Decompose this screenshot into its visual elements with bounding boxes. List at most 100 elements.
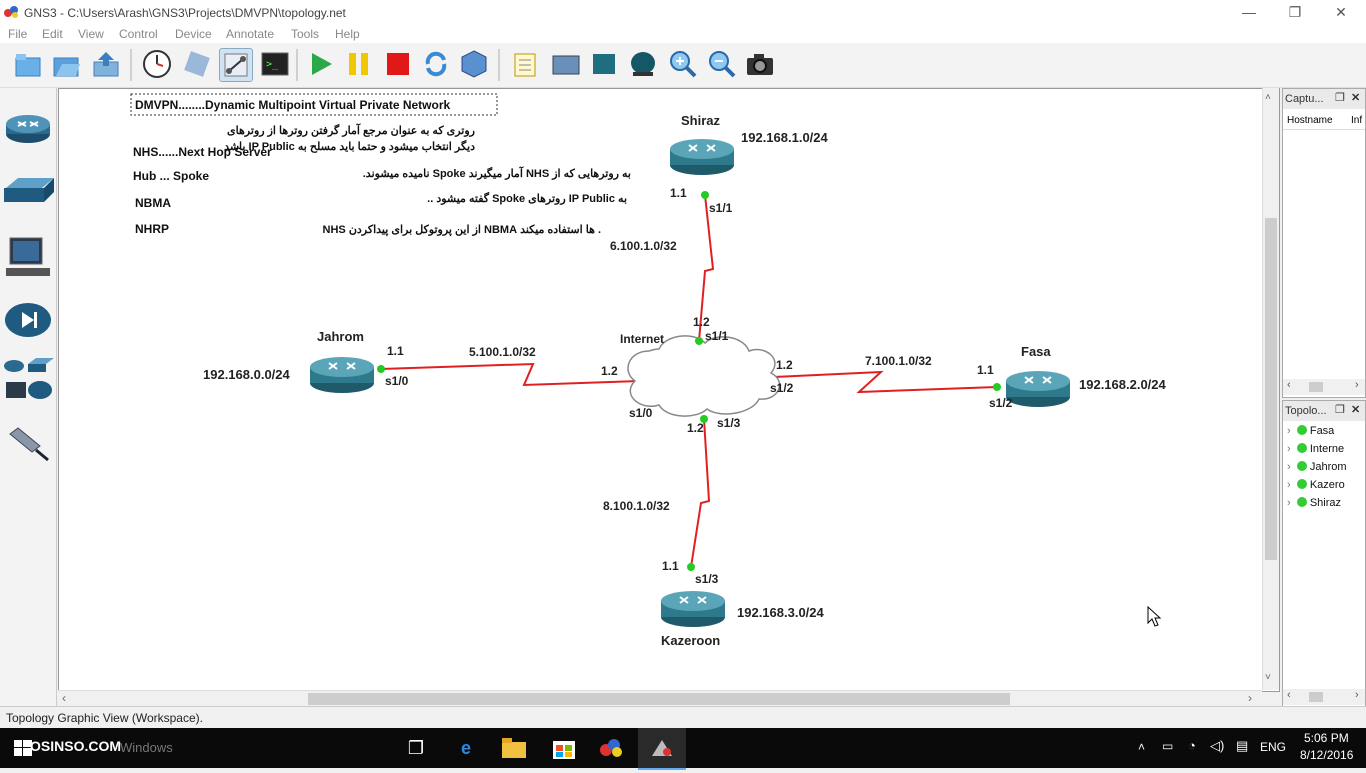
menu-control[interactable]: Control (119, 27, 158, 41)
windows-start-icon[interactable] (14, 740, 32, 761)
draw-ellipse-icon[interactable] (627, 48, 659, 80)
link-label-shiraz-net: 6.100.1.0/32 (610, 239, 677, 253)
annotation-nhs[interactable]: NHS......Next Hop Server (133, 145, 272, 159)
edge-browser-icon[interactable]: e (460, 738, 471, 758)
security-devices-category-icon[interactable] (4, 300, 52, 340)
add-note-icon[interactable] (510, 48, 542, 80)
topology-item-internet[interactable]: › Interne (1287, 443, 1345, 455)
annotation-nbma[interactable]: NBMA (135, 196, 171, 210)
console-icon[interactable]: >_ (259, 48, 291, 80)
annotation-hub-spoke[interactable]: Hub ... Spoke (133, 169, 210, 183)
link-label-jahrom-net: 5.100.1.0/32 (469, 345, 536, 359)
scroll-down-icon[interactable]: ˅ (1265, 672, 1271, 683)
topology-item-jahrom[interactable]: › Jahrom (1287, 461, 1347, 473)
ip-label-jahrom: 1.1 (387, 344, 404, 358)
topology-summary-dock: Topolo... ❐ ✕ › Fasa › Interne › Jahrom … (1282, 400, 1366, 708)
annotation-dmvpn-title[interactable]: DMVPN........Dynamic Multipoint Virtual … (135, 98, 451, 112)
topology-item-kazeroon[interactable]: › Kazero (1287, 479, 1345, 491)
draw-rectangle-icon[interactable] (588, 48, 620, 80)
ip-label-fasa: 1.1 (977, 363, 994, 377)
zoom-in-icon[interactable] (667, 48, 699, 80)
cable-connector-icon[interactable] (6, 424, 50, 464)
iface-label-shiraz: s1/1 (709, 201, 733, 215)
topology-horizontal-scrollbar[interactable]: ‹ › (1283, 689, 1365, 705)
new-project-icon[interactable] (12, 48, 44, 80)
start-icon[interactable] (304, 48, 336, 80)
action-center-icon[interactable]: ▤ (1236, 738, 1249, 753)
horizontal-scroll-thumb[interactable] (308, 693, 1010, 705)
routers-category-icon[interactable] (4, 108, 52, 148)
open-project-icon[interactable] (50, 48, 82, 80)
svg-text:>_: >_ (266, 59, 279, 70)
menu-view[interactable]: View (78, 27, 104, 41)
dock-close-icon[interactable]: ✕ (1351, 92, 1361, 104)
annotation-fa-line4[interactable]: به IP Public روترهای Spoke گفته میشود .. (427, 193, 627, 205)
dock-float-icon[interactable]: ❐ (1335, 404, 1345, 416)
end-devices-category-icon[interactable] (4, 236, 52, 280)
volume-icon[interactable]: ◁) (1210, 738, 1225, 753)
dock-float-icon[interactable]: ❐ (1335, 92, 1345, 104)
menu-edit[interactable]: Edit (42, 27, 63, 41)
ip-label-internet-right: 1.2 (776, 358, 793, 372)
lan-label-shiraz: 192.168.1.0/24 (741, 130, 828, 145)
node-label-kazeroon[interactable]: Kazeroon (661, 633, 721, 648)
minimize-button[interactable]: — (1242, 4, 1256, 20)
gns3-taskbar-icon[interactable] (588, 728, 636, 768)
topology-item-shiraz[interactable]: › Shiraz (1287, 497, 1342, 509)
screenshot-camera-icon[interactable] (744, 48, 776, 80)
close-button[interactable]: ✕ (1335, 4, 1347, 20)
input-language[interactable]: ENG (1260, 740, 1287, 754)
workspace-vertical-scrollbar[interactable]: ˄ ˅ (1262, 88, 1279, 690)
task-view-icon[interactable]: ❐ (407, 738, 425, 758)
file-explorer-icon[interactable] (490, 728, 538, 768)
snapshot-clock-icon[interactable] (141, 48, 173, 80)
show-hidden-icons-chevron-icon[interactable]: ˄ (1138, 740, 1146, 754)
scroll-right-icon[interactable]: › (1248, 691, 1252, 705)
capture-col-hostname[interactable]: Hostname (1287, 115, 1333, 126)
topology-item-fasa[interactable]: › Fasa (1287, 425, 1335, 437)
clock-time[interactable]: 5:06 PM (1304, 731, 1349, 745)
node-label-fasa[interactable]: Fasa (1021, 344, 1051, 359)
search-hint[interactable]: Windows (120, 740, 173, 755)
vertical-scroll-thumb[interactable] (1265, 218, 1277, 560)
stop-icon[interactable] (382, 48, 414, 80)
add-link-icon[interactable] (219, 48, 253, 82)
reload-icon[interactable] (420, 48, 452, 80)
capture-horizontal-scrollbar[interactable]: ‹ › (1283, 379, 1365, 395)
save-project-icon[interactable] (90, 48, 122, 80)
clock-date[interactable]: 8/12/2016 (1300, 748, 1354, 762)
menu-file[interactable]: File (8, 27, 28, 41)
menu-annotate[interactable]: Annotate (226, 27, 275, 41)
all-devices-category-icon[interactable] (2, 356, 54, 406)
menu-device[interactable]: Device (175, 27, 212, 41)
workspace-horizontal-scrollbar[interactable]: ‹ › (58, 690, 1262, 707)
annotation-fa-line5[interactable]: . ها استفاده میکند NBMA از این پروتوکل ب… (322, 224, 601, 236)
node-label-internet[interactable]: Internet (620, 332, 665, 346)
dock-close-icon[interactable]: ✕ (1351, 404, 1361, 416)
annotation-fa-line3[interactable]: به روترهایی که از NHS آمار میگیرند Spoke… (362, 168, 631, 180)
switches-category-icon[interactable] (2, 176, 54, 210)
suspend-icon[interactable] (343, 48, 375, 80)
annotation-nhrp[interactable]: NHRP (135, 222, 170, 236)
ip-label-internet-left: 1.2 (601, 364, 618, 378)
topology-workspace[interactable]: DMVPN........Dynamic Multipoint Virtual … (58, 88, 1280, 692)
annotation-fa-line1[interactable]: روتری که به عنوان مرجع آمار گرفتن روترها… (227, 125, 475, 137)
network-icon[interactable]: ▭ (1162, 739, 1174, 753)
capture-col-info[interactable]: Inf (1351, 115, 1363, 126)
maximize-button[interactable]: ❐ (1288, 4, 1302, 20)
node-label-shiraz[interactable]: Shiraz (681, 113, 721, 128)
device-palette (0, 88, 57, 706)
gns3-active-window-icon[interactable] (638, 728, 686, 770)
scroll-up-icon[interactable]: ˄ (1265, 92, 1271, 103)
store-icon[interactable] (540, 728, 588, 768)
zoom-out-icon[interactable] (706, 48, 738, 80)
annotation-fa-line2[interactable]: دیگر انتخاب میشود و حتما باید مسلح به IP… (224, 141, 475, 153)
menu-tools[interactable]: Tools (291, 27, 320, 41)
show-interface-labels-icon[interactable] (181, 48, 213, 80)
wifi-icon[interactable]: ◔ (1188, 738, 1196, 753)
virtualbox-icon[interactable] (458, 48, 490, 80)
node-label-jahrom[interactable]: Jahrom (317, 329, 364, 344)
insert-picture-icon[interactable] (550, 48, 582, 80)
menu-help[interactable]: Help (335, 27, 360, 41)
scroll-left-icon[interactable]: ‹ (62, 691, 66, 705)
